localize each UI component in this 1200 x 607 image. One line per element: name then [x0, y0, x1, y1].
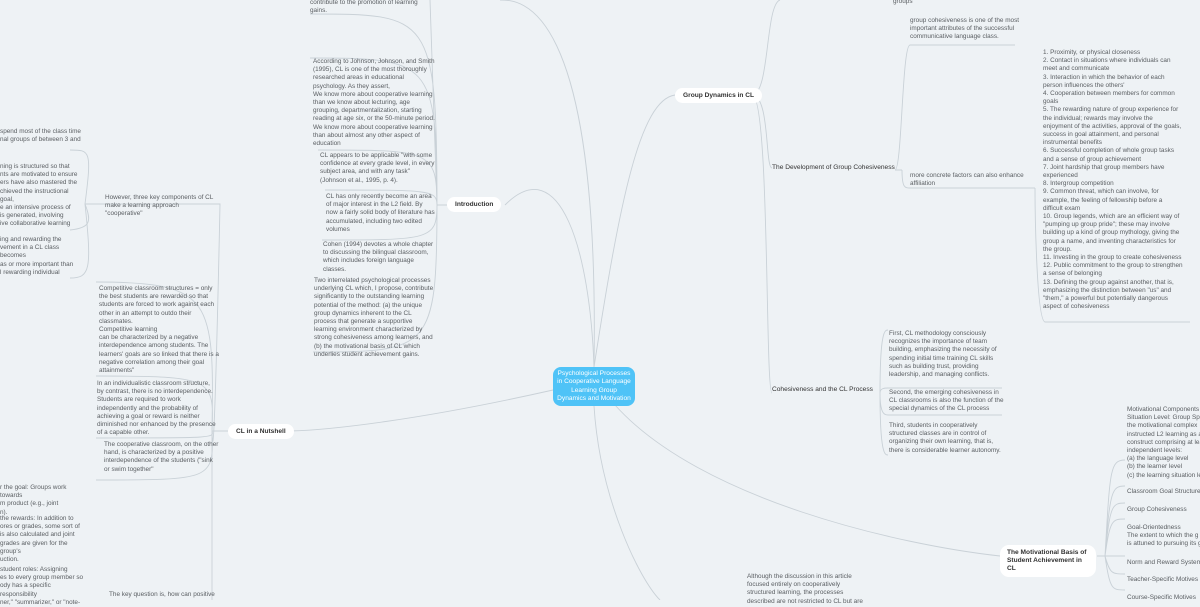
branch-cl-nutshell[interactable]: CL in a Nutshell	[228, 424, 294, 439]
concrete-factors-node[interactable]: more concrete factors can also enhance a…	[910, 172, 1024, 188]
branch-introduction[interactable]: Introduction	[447, 197, 502, 212]
cl-process-item-2[interactable]: Second, the emerging cohesiveness in CL …	[889, 389, 1004, 413]
motivation-item-1[interactable]: Classroom Goal Structure	[1127, 488, 1200, 495]
motivation-item-5[interactable]: Teacher-Specific Motives	[1127, 576, 1199, 583]
motivation-item-3[interactable]: Goal-Orientedness The extent to which th…	[1127, 524, 1200, 548]
intro-node-3[interactable]: CL has only recently become an area of m…	[326, 193, 435, 233]
motivation-item-2[interactable]: Group Cohesiveness	[1127, 506, 1187, 513]
cl-process-item-1[interactable]: First, CL methodology consciously recogn…	[889, 330, 997, 379]
top-fragment-node[interactable]: contribute to the promotion of learning …	[310, 0, 418, 15]
bottom-fragment-3[interactable]: student roles: Assigning es to every gro…	[0, 566, 84, 606]
branch-motivational-basis[interactable]: The Motivational Basis of Student Achiev…	[1000, 545, 1096, 577]
bottom-fragment-2[interactable]: the rewards: In addition to ores or grad…	[0, 515, 80, 564]
component-fragment-3[interactable]: ing and rewarding the vement in a CL cla…	[0, 236, 74, 276]
groups-fragment-node[interactable]: groups	[893, 0, 913, 5]
central-topic[interactable]: Psychological Processes in Cooperative L…	[553, 367, 635, 406]
key-components-node[interactable]: However, three key components of CL make…	[105, 194, 214, 218]
intro-node-5[interactable]: Two interrelated psychological processes…	[314, 277, 434, 358]
motivation-item-6[interactable]: Course-Specific Motives	[1127, 594, 1196, 601]
bottom-fragment-1[interactable]: r the goal: Groups work towards m produc…	[0, 484, 67, 516]
development-cohesiveness-node[interactable]: The Development of Group Cohesiveness	[772, 164, 895, 171]
motivation-item-4[interactable]: Norm and Reward System	[1127, 559, 1200, 566]
component-fragment-2[interactable]: ning is structured so that nts are motiv…	[0, 163, 78, 228]
cl-process-item-3[interactable]: Third, students in cooperatively structu…	[889, 422, 1001, 454]
component-fragment-1[interactable]: spend most of the class time nal groups …	[0, 128, 81, 144]
cohesiveness-intro-node[interactable]: group cohesiveness is one of the most im…	[910, 17, 1020, 41]
intro-node-1[interactable]: According to Johnson, Johnson, and Smith…	[313, 58, 435, 148]
branch-group-dynamics[interactable]: Group Dynamics in CL	[675, 88, 763, 103]
motivational-components-node[interactable]: Motivational Components Situation Level:…	[1127, 406, 1200, 479]
key-question-node[interactable]: The key question is, how can positive	[109, 591, 215, 598]
cooperative-structure-node[interactable]: The cooperative classroom, on the other …	[104, 441, 219, 473]
cohesiveness-cl-process-node[interactable]: Cohesiveness and the CL Process	[772, 386, 873, 393]
competitive-structure-node[interactable]: Competitive classroom structures = only …	[99, 285, 219, 375]
central-topic-label: Psychological Processes in Cooperative L…	[557, 370, 631, 402]
factors-list-node[interactable]: 1. Proximity, or physical closeness 2. C…	[1043, 49, 1183, 311]
intro-node-4[interactable]: Cohen (1994) devotes a whole chapter to …	[323, 241, 434, 273]
individualistic-structure-node[interactable]: In an individualistic classroom structur…	[97, 380, 216, 437]
intro-node-2[interactable]: CL appears to be applicable "with some c…	[320, 152, 435, 184]
bottom-note-node[interactable]: Although the discussion in this article …	[747, 573, 863, 605]
